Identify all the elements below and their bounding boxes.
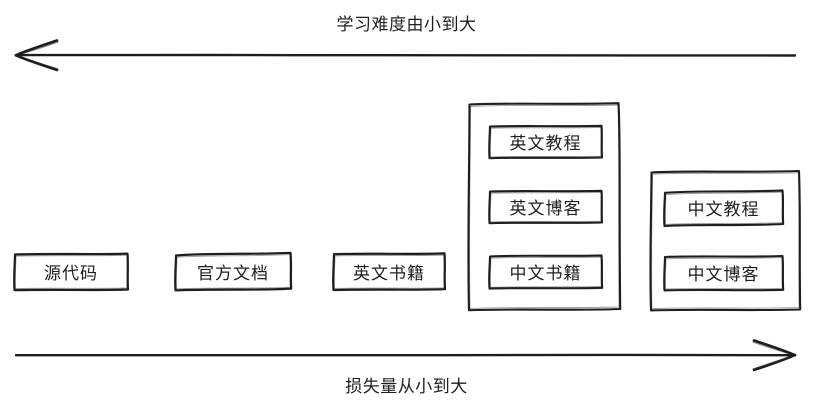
node-chinese-tutorials[interactable]: 中文教程 (664, 190, 783, 225)
node-chinese-books[interactable]: 中文书籍 (489, 255, 602, 288)
node-label-english-books: 英文书籍 (353, 264, 425, 283)
node-source-code[interactable]: 源代码 (14, 253, 128, 290)
node-english-books[interactable]: 英文书籍 (333, 253, 445, 290)
node-chinese-blogs[interactable]: 中文博客 (664, 255, 783, 290)
node-english-blogs[interactable]: 英文博客 (489, 190, 602, 223)
node-english-tutorials[interactable]: 英文教程 (489, 125, 602, 158)
node-label-chinese-tutorials: 中文教程 (687, 200, 760, 219)
node-label-chinese-books: 中文书籍 (509, 264, 582, 283)
node-label-chinese-blogs: 中文博客 (687, 265, 760, 284)
top-axis-label: 学习难度由小到大 (336, 15, 477, 34)
bottom-axis-label: 损失量从小到大 (345, 377, 468, 396)
node-label-official-docs: 官方文档 (197, 264, 269, 283)
node-label-english-blogs: 英文博客 (509, 199, 582, 218)
node-label-english-tutorials: 英文教程 (509, 134, 582, 153)
bottom-axis-arrow (14, 339, 797, 372)
top-axis-arrow (14, 39, 797, 72)
node-label-source-code: 源代码 (44, 264, 98, 283)
node-official-docs[interactable]: 官方文档 (175, 253, 291, 290)
